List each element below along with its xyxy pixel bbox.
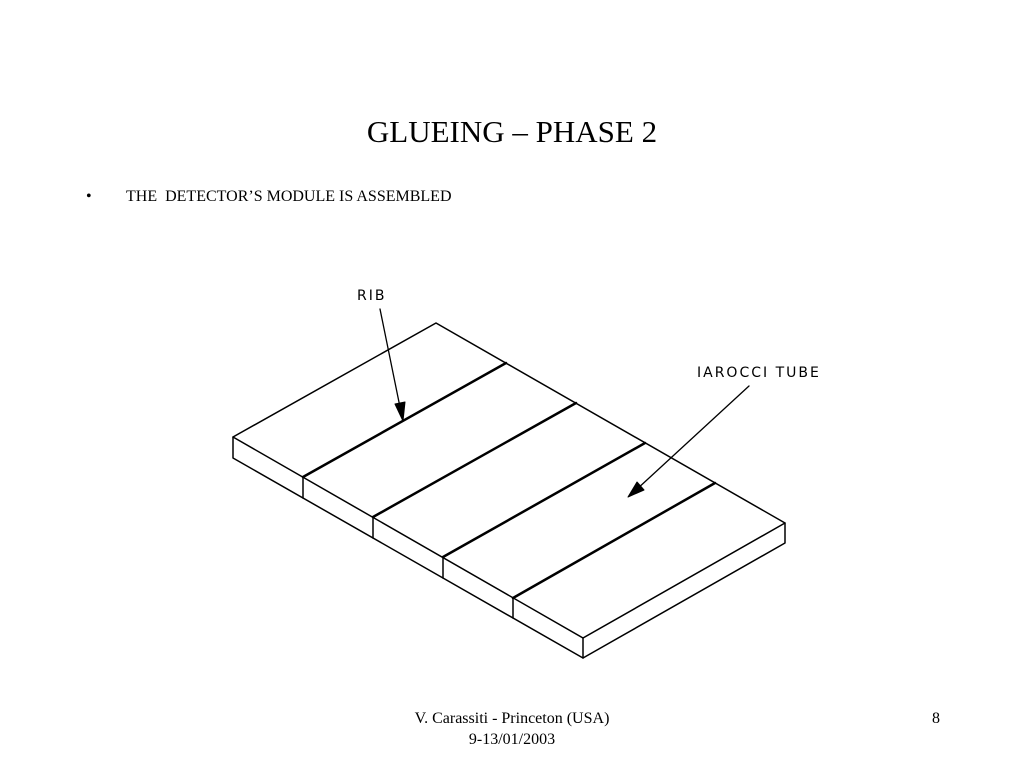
rib-line — [511, 481, 717, 600]
footer-info: V. Carassiti - Princeton (USA) 9-13/01/2… — [362, 708, 662, 750]
page-number: 8 — [932, 710, 940, 727]
rib-leader-line — [379, 308, 402, 413]
slide-title: GLUEING – PHASE 2 — [366, 114, 658, 149]
rib-line — [301, 361, 508, 479]
rib-line — [371, 401, 578, 519]
rib-label: RIB — [357, 288, 386, 304]
bullet-text: THE DETECTOR’S MODULE IS ASSEMBLED — [126, 188, 452, 205]
tube-arrowhead — [627, 481, 645, 498]
bullet-marker: • — [86, 188, 92, 205]
rib-arrowhead — [394, 401, 406, 422]
rib-line — [441, 441, 647, 559]
tube-leader-line — [635, 385, 750, 491]
bullet-item: • THE DETECTOR’S MODULE IS ASSEMBLED — [86, 187, 452, 207]
tube-label: IAROCCI TUBE — [697, 365, 821, 381]
footer-date-line: 9-13/01/2003 — [468, 731, 556, 748]
footer-author-line: V. Carassiti - Princeton (USA) — [414, 710, 610, 727]
